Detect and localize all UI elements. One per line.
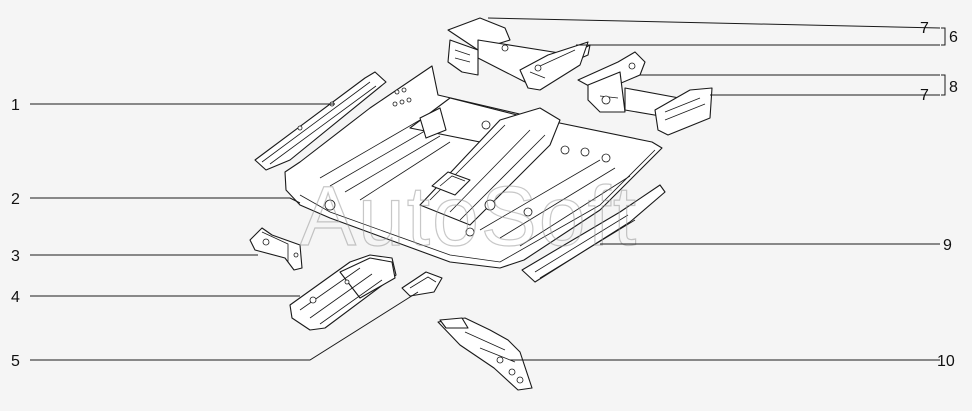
callout-8: 8 <box>949 79 958 96</box>
callout-2: 2 <box>11 191 20 208</box>
part-4-floor-reinforcement <box>289 254 397 331</box>
callout-7-lower: 7 <box>920 87 929 104</box>
callout-6: 6 <box>949 29 958 46</box>
callout-1: 1 <box>11 97 20 114</box>
part-8-rear-crossmember <box>577 51 713 136</box>
callout-5: 5 <box>11 353 20 370</box>
part-3-bracket <box>249 227 303 271</box>
callout-9: 9 <box>943 237 952 254</box>
callout-4: 4 <box>11 289 20 306</box>
callout-3: 3 <box>11 248 20 265</box>
leader-lines <box>30 17 946 361</box>
callout-7-upper: 7 <box>920 20 929 37</box>
part-5-plate <box>401 271 443 297</box>
watermark-text: AutoSoft <box>300 169 638 263</box>
callout-10: 10 <box>937 353 955 370</box>
part-6-rear-crossmember <box>447 17 591 91</box>
part-9-floor-panel <box>284 65 666 283</box>
part-10-bracket <box>437 317 533 391</box>
